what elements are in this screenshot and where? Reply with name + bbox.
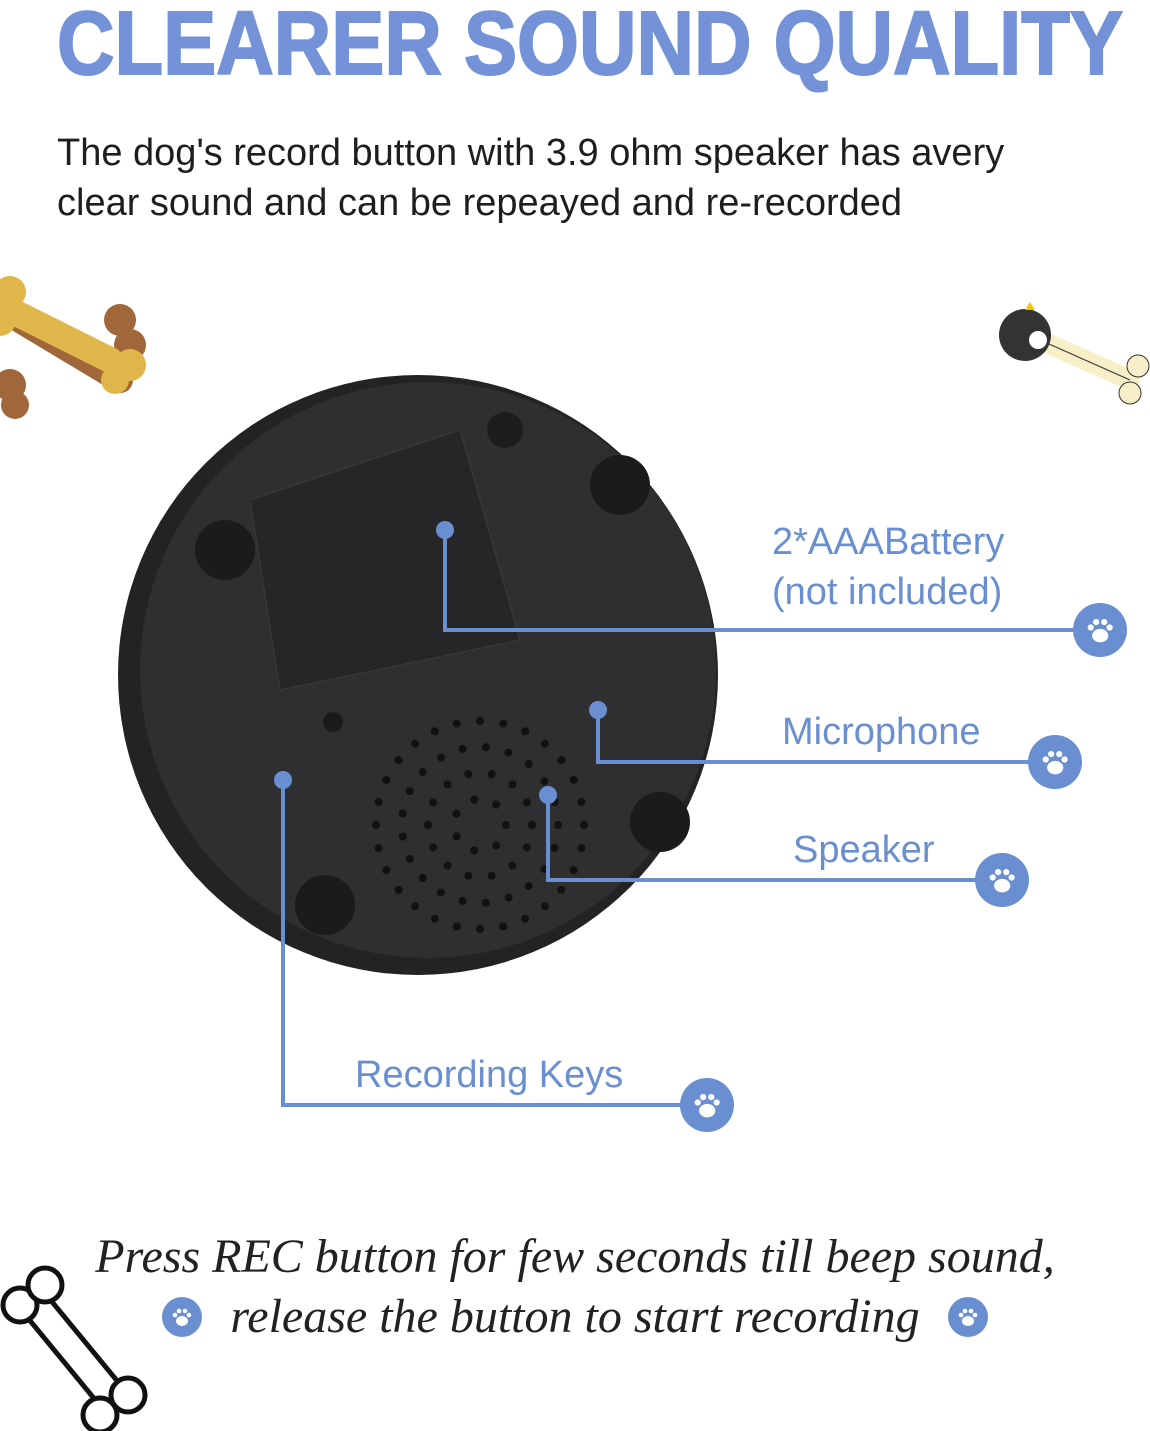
speaker-hole	[476, 717, 484, 725]
speaker-hole	[411, 739, 420, 748]
record-button-device	[118, 375, 718, 975]
speaker-marker	[539, 786, 557, 804]
speaker-hole	[464, 770, 473, 779]
speaker-hole	[394, 756, 403, 765]
speaker-hole	[452, 809, 461, 818]
speaker-hole	[522, 843, 531, 852]
description: The dog's record button with 3.9 ohm spe…	[57, 128, 1004, 228]
speaker-hole	[443, 861, 452, 870]
speaker-hole	[569, 775, 578, 784]
speaker-hole	[398, 809, 407, 818]
speaker-hole	[443, 780, 452, 789]
speaker-hole	[528, 821, 536, 829]
speaker-hole	[540, 739, 549, 748]
speaker-hole	[554, 821, 562, 829]
speaker-hole	[372, 821, 380, 829]
speaker-hole	[430, 727, 439, 736]
speaker-label: Speaker	[793, 829, 935, 871]
speaker-hole	[374, 797, 383, 806]
speaker-hole	[502, 821, 510, 829]
speaker-hole	[418, 874, 427, 883]
speaker-hole	[398, 832, 407, 841]
speaker-hole	[504, 893, 513, 902]
speaker-hole	[411, 902, 420, 911]
speaker-hole	[418, 767, 427, 776]
speaker-hole	[540, 777, 549, 786]
speaker-hole	[487, 770, 496, 779]
speaker-hole	[452, 832, 461, 841]
speaker-hole	[481, 743, 490, 752]
speaker-hole	[470, 846, 479, 855]
speaker-hole	[429, 798, 438, 807]
speaker-hole	[452, 922, 461, 931]
speaker-hole	[464, 871, 473, 880]
speaker-hole	[405, 854, 414, 863]
speaker-hole	[470, 795, 479, 804]
speaker-hole	[430, 914, 439, 923]
description-line-1: The dog's record button with 3.9 ohm spe…	[57, 132, 1005, 174]
speaker-hole	[521, 727, 530, 736]
battery-note: (not included)	[772, 571, 1003, 613]
callout-lines	[281, 530, 1075, 1107]
speaker-hole	[437, 753, 445, 762]
description-line-2: clear sound and can be repeayed and re-r…	[57, 182, 903, 224]
speaker-hole	[504, 748, 513, 757]
speaker-hole	[508, 861, 517, 870]
paw-icon	[680, 1078, 734, 1132]
battery-label: 2*AAABattery	[772, 521, 1005, 563]
page-title: CLEARER SOUND QUALITY	[56, 0, 1124, 95]
speaker-hole	[452, 719, 461, 728]
battery-marker	[436, 521, 454, 539]
speaker-hole	[382, 866, 391, 875]
speaker-hole	[458, 744, 467, 753]
paw-icon	[1073, 603, 1127, 657]
microphone-label: Microphone	[782, 711, 981, 753]
speaker-hole	[476, 925, 484, 933]
speaker-hole	[382, 775, 391, 784]
speaker-hole	[429, 843, 438, 852]
speaker-hole	[487, 871, 496, 880]
speaker-hole	[569, 866, 578, 875]
speaker-hole	[405, 787, 414, 796]
speaker-hole	[394, 885, 403, 894]
speaker-hole	[521, 914, 530, 923]
microphone-marker	[589, 701, 607, 719]
speaker-hole	[499, 719, 508, 728]
paw-icon	[947, 1297, 988, 1337]
speaker-hole	[492, 800, 501, 809]
paw-icon	[975, 853, 1029, 907]
speaker-hole	[580, 821, 588, 829]
speaker-hole	[424, 821, 432, 829]
speaker-hole	[481, 898, 490, 907]
speaker-hole	[550, 843, 559, 852]
speaker-hole	[577, 797, 586, 806]
recording-keys-marker	[274, 771, 292, 789]
paw-icon	[162, 1297, 203, 1337]
speaker-hole	[437, 888, 445, 897]
bone-icon	[0, 1265, 148, 1431]
instruction-line-2: release the button to start recording	[230, 1290, 920, 1343]
speaker-hole	[499, 922, 508, 931]
speaker-hole	[492, 841, 501, 850]
speaker-hole	[458, 897, 467, 906]
speaker-hole	[557, 885, 566, 894]
speaker-hole	[577, 844, 586, 853]
bone-icon	[0, 276, 146, 419]
speaker-hole	[524, 881, 533, 890]
speaker-hole	[522, 798, 531, 807]
bone-icon	[999, 302, 1150, 405]
speaker-hole	[374, 844, 383, 853]
speaker-hole	[524, 760, 533, 769]
speaker-hole	[557, 756, 566, 765]
recording-keys-label: Recording Keys	[355, 1054, 624, 1096]
instruction-row-2: release the button to start recording	[0, 1288, 1150, 1346]
speaker-hole	[540, 902, 549, 911]
instruction-line-1: Press REC button for few seconds till be…	[95, 1230, 1055, 1283]
paw-icon	[1028, 735, 1082, 789]
speaker-hole	[508, 780, 517, 789]
